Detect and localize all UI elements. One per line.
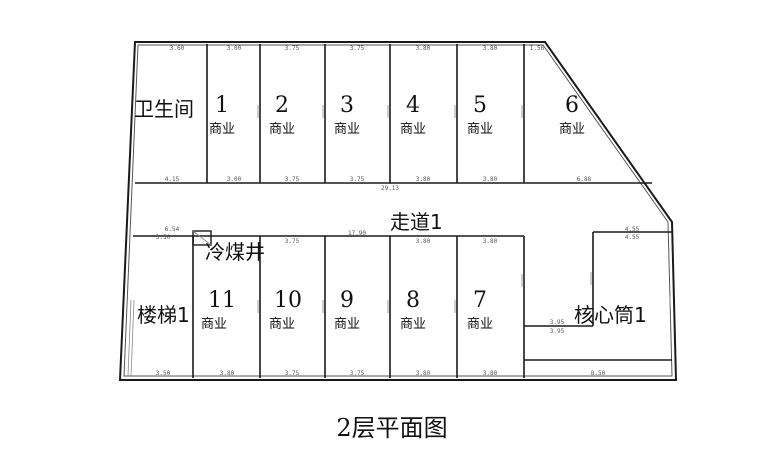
- dimension-label: 29.13: [381, 185, 399, 192]
- toilet-label: 卫生间: [134, 97, 194, 121]
- room-number: 11: [208, 288, 236, 313]
- room-number: 9: [340, 288, 354, 313]
- core-label: 核心筒1: [574, 303, 647, 327]
- dimension-label: 4.15: [165, 176, 180, 183]
- dimension-label: 4.55: [625, 234, 640, 241]
- coal-shaft-cross: [192, 230, 212, 246]
- dimension-label: 3.80: [416, 238, 431, 245]
- dimension-label: 8.50: [591, 370, 606, 377]
- dimension-label: 3.80: [416, 370, 431, 377]
- dimension-label: 4.55: [625, 226, 640, 233]
- vertical-dimension-marks: [257, 105, 671, 313]
- room-use: 商业: [334, 317, 360, 332]
- stair-label: 楼梯1: [137, 303, 190, 327]
- dimension-label: 3.75: [350, 176, 365, 183]
- room-number: 2: [275, 93, 289, 118]
- coal-shaft-label: 冷煤井: [205, 240, 265, 264]
- dimension-label: 3.95: [550, 319, 565, 326]
- room-use: 商业: [269, 122, 295, 137]
- room-number: 4: [406, 93, 420, 118]
- coal-shaft-box: [192, 230, 212, 246]
- dimension-label: 3.80: [483, 45, 498, 52]
- dimension-label: 3.80: [483, 370, 498, 377]
- dimension-label: 3.00: [227, 176, 242, 183]
- dimension-label: 3.95: [550, 328, 565, 335]
- room-use: 商业: [400, 122, 426, 137]
- dimension-label: 3.50: [156, 370, 171, 377]
- dimension-label: 3.75: [285, 45, 300, 52]
- room-use: 商业: [209, 122, 235, 137]
- room-use: 商业: [201, 317, 227, 332]
- plan-caption: 2层平面图: [336, 414, 448, 442]
- room-number: 1: [215, 93, 229, 118]
- room-number: 7: [473, 288, 487, 313]
- room-use: 商业: [559, 122, 585, 137]
- dimension-label: 6.54: [165, 226, 180, 233]
- stair-line-1: [127, 299, 132, 377]
- room-number: 3: [340, 93, 354, 118]
- dimension-label: 3.80: [483, 238, 498, 245]
- dimension-label: 3.50: [156, 234, 171, 241]
- dimension-label: 3.80: [220, 370, 235, 377]
- dimension-label: 3.75: [350, 45, 365, 52]
- dimension-label: 1.56: [530, 45, 545, 52]
- dimension-label: 3.75: [285, 176, 300, 183]
- room-use: 商业: [400, 317, 426, 332]
- stair-line-2: [130, 299, 135, 377]
- dimension-label: 3.60: [170, 45, 185, 52]
- outer-wall: [118, 41, 678, 381]
- room-use: 商业: [467, 122, 493, 137]
- dimension-label: 3.75: [285, 370, 300, 377]
- room-use: 商业: [334, 122, 360, 137]
- room-number: 8: [406, 288, 420, 313]
- dimension-label: 3.80: [483, 176, 498, 183]
- room-number: 6: [565, 93, 579, 118]
- outer-wall-inner-line: [123, 44, 673, 377]
- corridor-label: 走道1: [390, 210, 443, 234]
- room-use: 商业: [269, 317, 295, 332]
- dimension-label: 3.80: [416, 45, 431, 52]
- dimension-label: 3.75: [350, 370, 365, 377]
- room-number: 10: [274, 288, 302, 313]
- dimension-label: 3.80: [416, 176, 431, 183]
- dimension-label: 3.75: [285, 238, 300, 245]
- dimension-label: 3.00: [227, 45, 242, 52]
- room-number: 5: [473, 93, 487, 118]
- dimension-label: 17.90: [348, 230, 366, 237]
- dimension-label: 6.88: [577, 176, 592, 183]
- room-use: 商业: [467, 317, 493, 332]
